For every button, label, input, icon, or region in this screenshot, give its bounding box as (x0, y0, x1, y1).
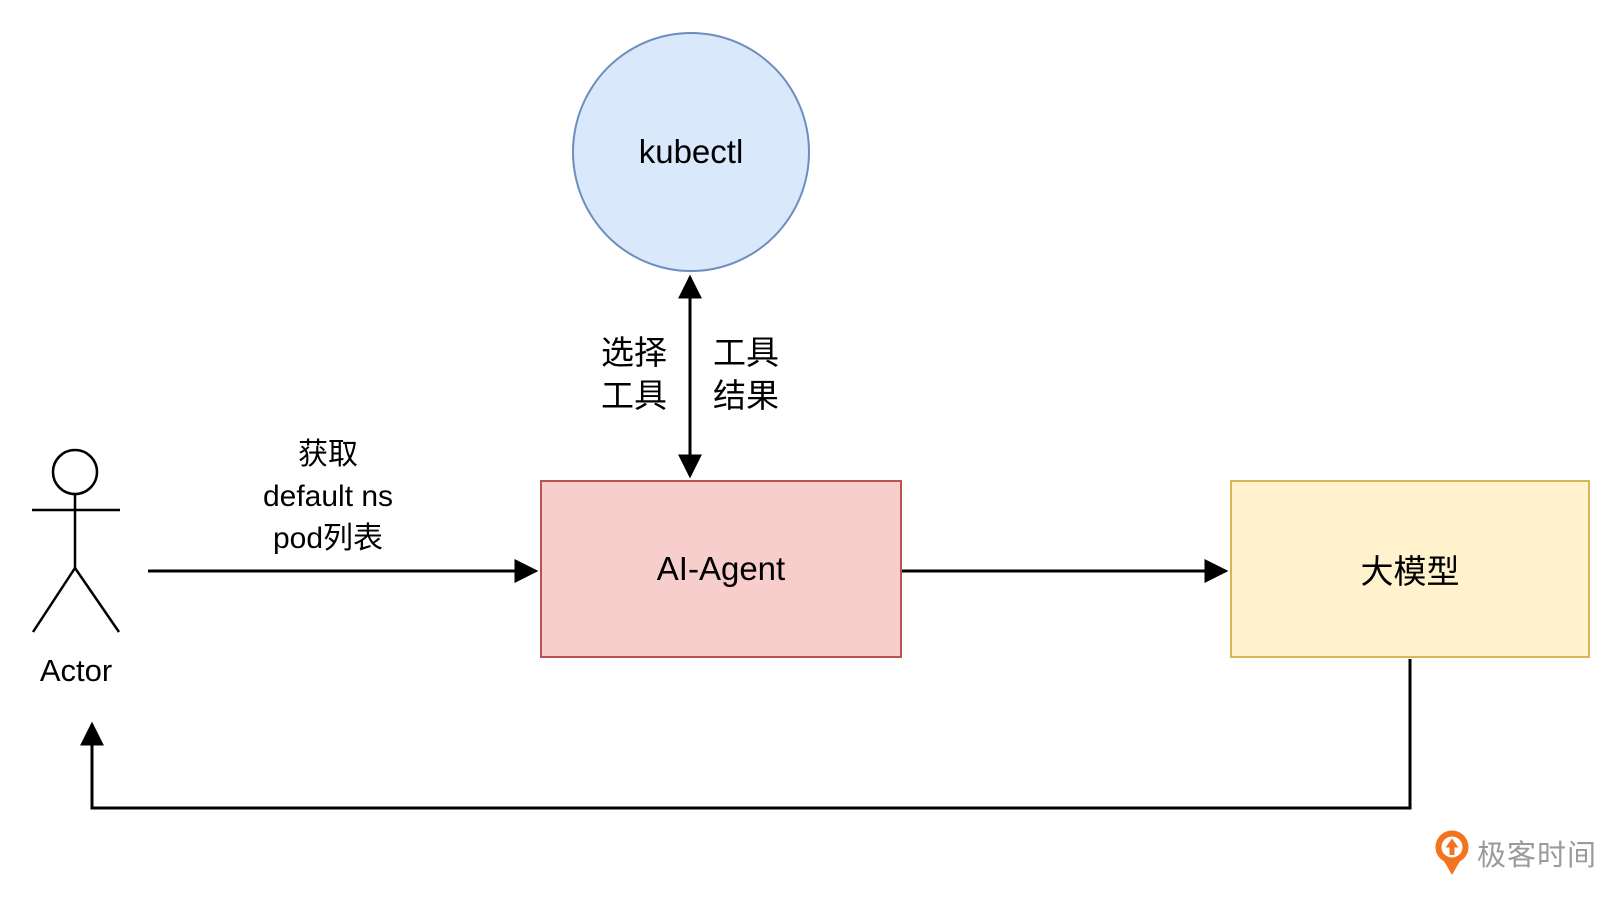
edge-label-request-line-1: 获取 (298, 438, 358, 471)
actor-leg-left (31, 567, 77, 633)
node-ai-agent: AI-Agent (540, 480, 902, 658)
edge-label-select-tool-line-1: 选择 (601, 334, 667, 371)
watermark-text: 极客时间 (1477, 840, 1598, 872)
edge-label-tool-result-line-1: 工具 (713, 334, 779, 371)
edge-label-select-tool: 选择 工具 (595, 331, 667, 417)
actor-leg-right (73, 567, 121, 633)
geektime-logo-icon (1435, 830, 1469, 875)
edge-label-select-tool-line-2: 工具 (601, 377, 667, 414)
edge-llm-to-actor-feedback (80, 659, 1412, 810)
node-kubectl: kubectl (572, 32, 810, 272)
node-llm: 大模型 (1230, 480, 1590, 658)
actor-stick-figure (31, 448, 121, 633)
node-ai-agent-label: AI-Agent (656, 550, 786, 587)
edge-label-tool-result: 工具 结果 (713, 331, 789, 417)
actor-head (51, 448, 99, 496)
watermark-geektime: 极客时间 (1435, 830, 1597, 876)
edge-label-request-line-2: default ns (262, 480, 394, 513)
node-llm-label: 大模型 (1360, 553, 1460, 590)
node-kubectl-label: kubectl (638, 133, 744, 170)
edge-label-request: 获取 default ns pod列表 (200, 434, 456, 560)
actor-label: Actor (39, 653, 113, 688)
edge-label-request-line-3: pod列表 (272, 522, 384, 555)
edge-label-tool-result-line-2: 结果 (713, 377, 779, 414)
